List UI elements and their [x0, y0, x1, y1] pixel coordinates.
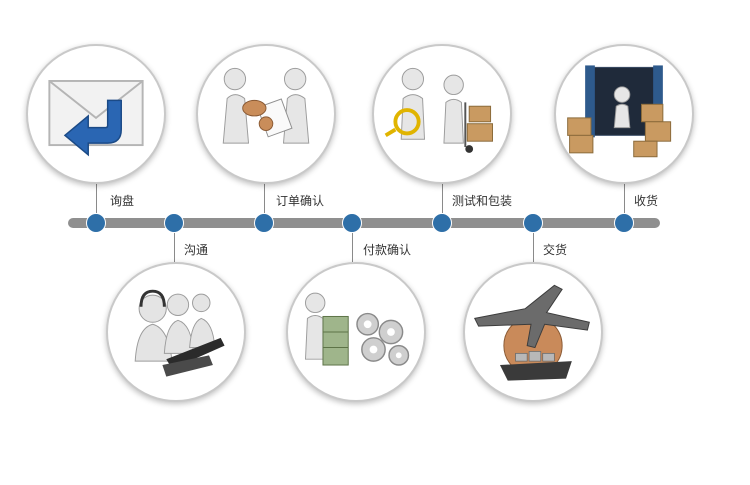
- order-confirm-illustration: [196, 44, 336, 184]
- call-center-icon: [134, 289, 225, 377]
- stem-inquiry: [96, 180, 97, 220]
- payment-confirm-illustration: [286, 262, 426, 402]
- timeline-node-communication: [164, 213, 184, 233]
- timeline-node-payment-confirm: [342, 213, 362, 233]
- airplane-ship-globe-icon: [473, 284, 590, 381]
- step-label-receipt: 收货: [634, 194, 659, 208]
- container-boxes-icon: [567, 65, 672, 158]
- magnifier-boxes-icon: [384, 67, 493, 153]
- stem-testing-packing: [442, 178, 443, 220]
- step-label-communication: 沟通: [184, 243, 209, 257]
- stem-receipt: [624, 180, 625, 220]
- envelope-reply-icon: [48, 80, 144, 157]
- testing-packing-illustration: [372, 44, 512, 184]
- timeline-bar: [68, 218, 660, 228]
- timeline-node-order-confirm: [254, 213, 274, 233]
- timeline-node-receipt: [614, 213, 634, 233]
- stem-payment-confirm: [352, 226, 353, 262]
- step-label-delivery: 交货: [543, 243, 568, 257]
- stem-order-confirm: [264, 160, 265, 220]
- money-gears-icon: [304, 292, 410, 366]
- stem-communication: [174, 226, 175, 262]
- timeline-node-inquiry: [86, 213, 106, 233]
- receipt-illustration: [554, 44, 694, 184]
- timeline-node-testing-packing: [432, 213, 452, 233]
- inquiry-illustration: [26, 44, 166, 184]
- delivery-illustration: [463, 262, 603, 402]
- communication-illustration: [106, 262, 246, 402]
- stem-delivery: [533, 226, 534, 262]
- step-label-inquiry: 询盘: [110, 194, 135, 208]
- timeline-node-delivery: [523, 213, 543, 233]
- step-label-testing-packing: 测试和包装: [452, 194, 513, 208]
- step-label-order-confirm: 订单确认: [276, 194, 325, 208]
- handshake-document-icon: [222, 67, 310, 144]
- step-label-payment-confirm: 付款确认: [363, 243, 412, 257]
